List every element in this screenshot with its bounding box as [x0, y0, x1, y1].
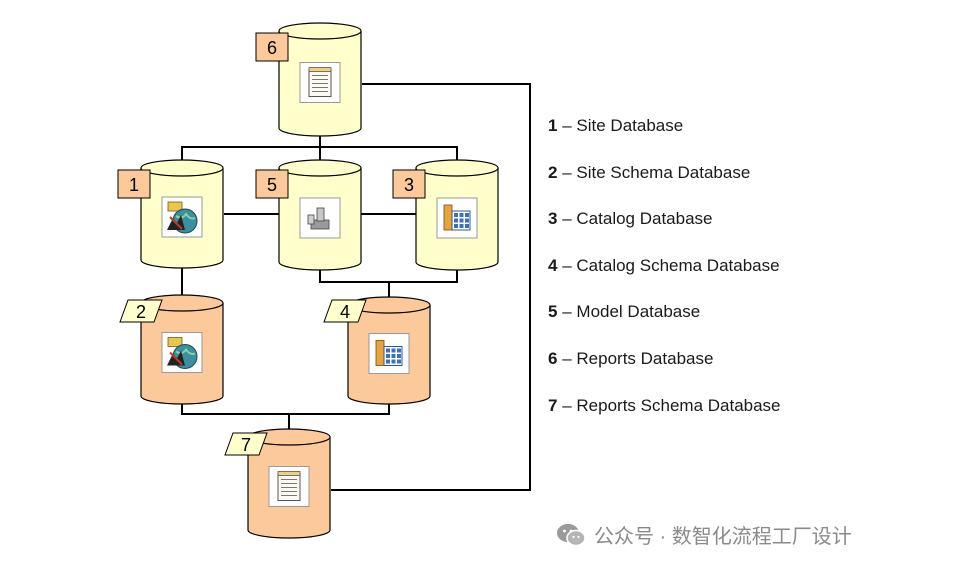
database-number: 5: [267, 175, 277, 195]
database-1: 1: [117, 159, 224, 269]
legend-item: 4 – Catalog Schema Database: [548, 255, 780, 275]
schema-database-2: 2: [119, 294, 224, 405]
database-5: 5: [255, 159, 362, 271]
database-number: 7: [241, 435, 251, 455]
database-3: 3: [392, 159, 499, 271]
cylinder-top: [415, 159, 499, 177]
legend-item: 5 – Model Database: [548, 302, 701, 322]
site-plant-globe-icon: [161, 332, 203, 373]
database-number: 1: [129, 175, 139, 195]
number-label-6: 6: [255, 32, 289, 62]
site-plant-globe-icon: [161, 196, 203, 238]
database-number: 6: [267, 38, 277, 58]
number-label-5: 5: [255, 169, 289, 199]
schema-database-4: 4: [323, 296, 431, 405]
legend-item: 2 – Site Schema Database: [548, 162, 751, 182]
wechat-icon: [557, 523, 586, 546]
database-number: 4: [340, 302, 350, 322]
database-number: 2: [136, 302, 146, 322]
model-icon: [299, 197, 341, 239]
watermark-text: 公众号 · 数智化流程工厂设计: [594, 526, 852, 548]
number-label-7: 7: [224, 432, 268, 456]
cylinder-top: [140, 159, 224, 177]
watermark: 公众号 · 数智化流程工厂设计: [556, 520, 852, 549]
catalog-grid-icon: [368, 333, 410, 374]
number-label-4: 4: [323, 299, 367, 323]
connectors: [181, 83, 531, 491]
database-6: 6: [255, 22, 362, 137]
number-label-3: 3: [392, 169, 426, 199]
legend: 1 – Site Database 2 – Site Schema Databa…: [548, 116, 781, 442]
cylinder-top: [278, 22, 362, 40]
report-document-icon: [299, 62, 341, 103]
schema-database-7: 7: [224, 428, 331, 539]
number-label-2: 2: [119, 299, 163, 323]
legend-item: 6 – Reports Database: [548, 348, 714, 368]
connector-2-4-bus: [181, 396, 390, 415]
report-document-icon: [268, 466, 310, 507]
connector-6-7: [331, 83, 531, 491]
catalog-grid-icon: [436, 197, 478, 239]
legend-item: 3 – Catalog Database: [548, 209, 713, 229]
database-number: 3: [404, 175, 414, 195]
legend-item: 7 – Reports Schema Database: [548, 395, 781, 415]
cylinder-top: [278, 159, 362, 177]
number-label-1: 1: [117, 169, 151, 199]
legend-item: 1 – Site Database: [548, 116, 684, 135]
